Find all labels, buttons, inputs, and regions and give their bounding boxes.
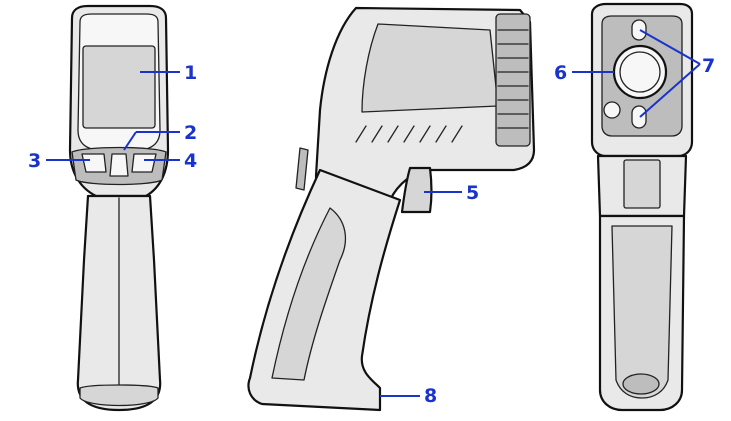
side-button bbox=[295, 147, 309, 191]
laser-aperture-bottom bbox=[631, 105, 647, 129]
lcd-display bbox=[82, 45, 156, 129]
side-window bbox=[361, 23, 499, 113]
back-handle-panel bbox=[611, 225, 673, 399]
callout-4-label: 4 bbox=[184, 150, 197, 172]
side-nose bbox=[495, 13, 531, 147]
front-base bbox=[79, 384, 159, 407]
trigger bbox=[400, 166, 433, 214]
callout-2-label: 2 bbox=[184, 122, 197, 144]
back-base-recess bbox=[622, 373, 660, 395]
small-port bbox=[603, 101, 621, 119]
left-button bbox=[81, 153, 107, 173]
nose-fins bbox=[497, 29, 529, 129]
callout-1-label: 1 bbox=[184, 62, 197, 84]
back-view bbox=[590, 2, 694, 412]
laser-aperture-top bbox=[631, 19, 647, 41]
callout-6-label: 6 bbox=[554, 62, 567, 84]
callout-7-leader-bottom bbox=[639, 63, 701, 118]
callout-7-label: 7 bbox=[702, 55, 715, 77]
side-vent-slots bbox=[355, 125, 463, 143]
callout-7-leader-top bbox=[639, 29, 701, 65]
right-button bbox=[131, 153, 157, 173]
center-button bbox=[109, 153, 129, 177]
side-view bbox=[247, 6, 536, 412]
callout-2-leader bbox=[123, 131, 137, 151]
callout-3-label: 3 bbox=[28, 150, 41, 172]
ir-lens bbox=[612, 44, 668, 100]
callout-8-label: 8 bbox=[424, 385, 437, 407]
ir-lens-inner bbox=[619, 51, 661, 93]
back-clip bbox=[623, 159, 661, 209]
callout-5-label: 5 bbox=[466, 182, 479, 204]
callout-layer: 1 2 3 4 5 6 7 8 bbox=[28, 29, 715, 407]
side-grip-panel bbox=[271, 207, 347, 381]
front-view bbox=[68, 4, 170, 412]
